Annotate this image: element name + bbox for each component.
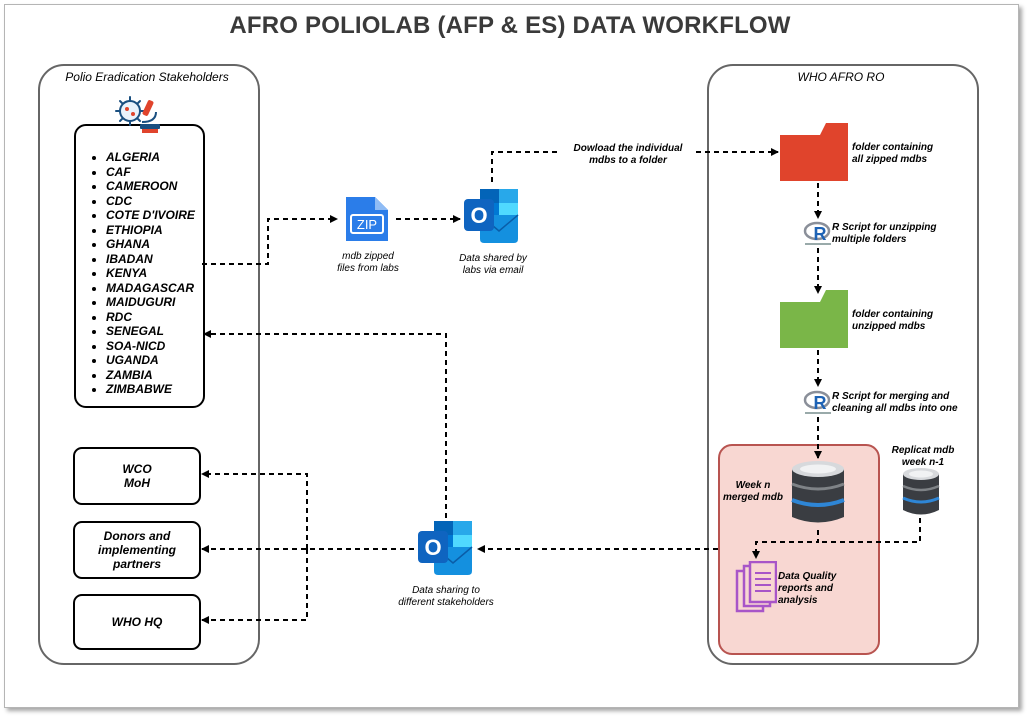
email-label: Data shared by labs via email <box>442 253 544 277</box>
rscript-unzip-label: R Script for unzipping multiple folders <box>832 222 972 246</box>
moh-label: MoH <box>124 476 150 490</box>
wco-moh-box: WCO MoH <box>73 447 201 505</box>
download-label-line2: mdbs to a folder <box>589 155 667 166</box>
list-item: UGANDA <box>106 353 195 368</box>
connector-sharing-to-labs <box>203 330 447 518</box>
data-sharing-label: Data sharing to different stakeholders <box>380 585 512 609</box>
week-n-line2: merged mdb <box>722 492 783 503</box>
dq-line3: analysis <box>778 595 818 606</box>
email-label-line2: labs via email <box>462 265 524 276</box>
zip-files-label: mdb zipped files from labs <box>320 251 416 275</box>
r-letter: R <box>814 224 827 244</box>
dq-line2: reports and <box>778 583 834 594</box>
outlook-letter: O <box>470 203 487 228</box>
sharing-line2: different stakeholders <box>398 597 494 608</box>
rscript-merge-line2: cleaning all mdbs into one <box>832 403 958 414</box>
outlook-letter: O <box>424 535 441 560</box>
rscript-unzip-line2: multiple folders <box>832 234 907 245</box>
database-icon <box>791 461 845 523</box>
rscript-merge-line1: R Script for merging and <box>832 391 950 402</box>
folder-unzipped-line1: folder containing <box>852 309 934 320</box>
list-item: GHANA <box>106 237 195 252</box>
zip-label-line2: files from labs <box>337 263 399 274</box>
list-item: ZAMBIA <box>106 368 195 383</box>
connector-labs-to-zip <box>202 215 338 265</box>
data-quality-label: Data Quality reports and analysis <box>778 571 874 607</box>
r-logo-icon: R <box>803 390 831 414</box>
diagram-title: AFRO POLIOLAB (AFP & ES) DATA WORKFLOW <box>229 12 791 39</box>
folder-icon <box>780 123 848 181</box>
list-item: ALGERIA <box>106 150 195 165</box>
list-item: RDC <box>106 310 195 325</box>
folder-icon <box>780 290 848 348</box>
list-item: SOA-NICD <box>106 339 195 354</box>
donors-label-line3: partners <box>112 557 162 571</box>
sharing-line1: Data sharing to <box>412 585 480 596</box>
folder-zipped-label: folder containing all zipped mdbs <box>852 142 962 166</box>
rscript-unzip-line1: R Script for unzipping <box>832 222 937 233</box>
document-report-icon <box>735 561 777 613</box>
list-item: MADAGASCAR <box>106 281 195 296</box>
list-item: COTE D'IVOIRE <box>106 208 195 223</box>
who-hq-label: WHO HQ <box>111 615 163 629</box>
dq-line1: Data Quality <box>778 571 837 582</box>
email-label-line1: Data shared by <box>459 253 527 264</box>
outlook-icon: O <box>464 189 519 243</box>
list-item: CAMEROON <box>106 179 195 194</box>
database-icon <box>902 468 940 515</box>
list-item: ZIMBABWE <box>106 382 195 397</box>
wco-label: WCO <box>122 462 152 476</box>
list-item: ETHIOPIA <box>106 223 195 238</box>
who-hq-box: WHO HQ <box>73 594 201 650</box>
connector-db-to-dq <box>752 530 819 559</box>
donors-label-line2: implementing <box>97 543 176 557</box>
stakeholders-group-label: Polio Eradication Stakeholders <box>65 70 229 84</box>
list-item: CDC <box>106 194 195 209</box>
folder-unzipped-label: folder containing unzipped mdbs <box>852 309 962 333</box>
connector-sharing-to-whohq <box>201 549 308 624</box>
zip-icon-text: ZIP <box>357 217 377 232</box>
r-letter: R <box>814 393 827 413</box>
who-afro-group-label: WHO AFRO RO <box>797 70 885 84</box>
list-item: SENEGAL <box>106 324 195 339</box>
week-n-label: Week n merged mdb <box>718 480 788 504</box>
list-item: CAF <box>106 165 195 180</box>
zip-file-icon: ZIP <box>346 197 388 241</box>
donors-partners-box: Donors and implementing partners <box>73 521 201 579</box>
list-item: MAIDUGURI <box>106 295 195 310</box>
folder-zipped-line2: all zipped mdbs <box>852 154 928 165</box>
replicat-line1: Replicat mdb <box>891 445 955 456</box>
virus-microscope-icon <box>115 96 160 133</box>
folder-zipped-line1: folder containing <box>852 142 934 153</box>
download-label-line1: Dowload the individual <box>573 143 683 154</box>
outlook-icon: O <box>418 521 473 575</box>
list-item: KENYA <box>106 266 195 281</box>
download-label: Dowload the individual mdbs to a folder <box>560 143 696 167</box>
folder-unzipped-line2: unzipped mdbs <box>852 321 926 332</box>
rscript-merge-label: R Script for merging and cleaning all md… <box>832 391 974 415</box>
list-item: IBADAN <box>106 252 195 267</box>
connector-sharing-to-wco <box>201 470 308 549</box>
zip-label-line1: mdb zipped <box>342 251 394 262</box>
connector-replicat-to-dq <box>818 518 921 543</box>
replicat-label: Replicat mdb week n-1 <box>876 445 970 469</box>
week-n-line1: Week n <box>735 480 771 491</box>
r-logo-icon: R <box>803 221 831 245</box>
donors-label-line1: Donors and <box>103 529 171 543</box>
countries-list: ALGERIA CAF CAMEROON CDC COTE D'IVOIRE E… <box>76 150 195 397</box>
lab-countries-box: ALGERIA CAF CAMEROON CDC COTE D'IVOIRE E… <box>74 124 205 408</box>
replicat-line2: week n-1 <box>901 457 945 468</box>
